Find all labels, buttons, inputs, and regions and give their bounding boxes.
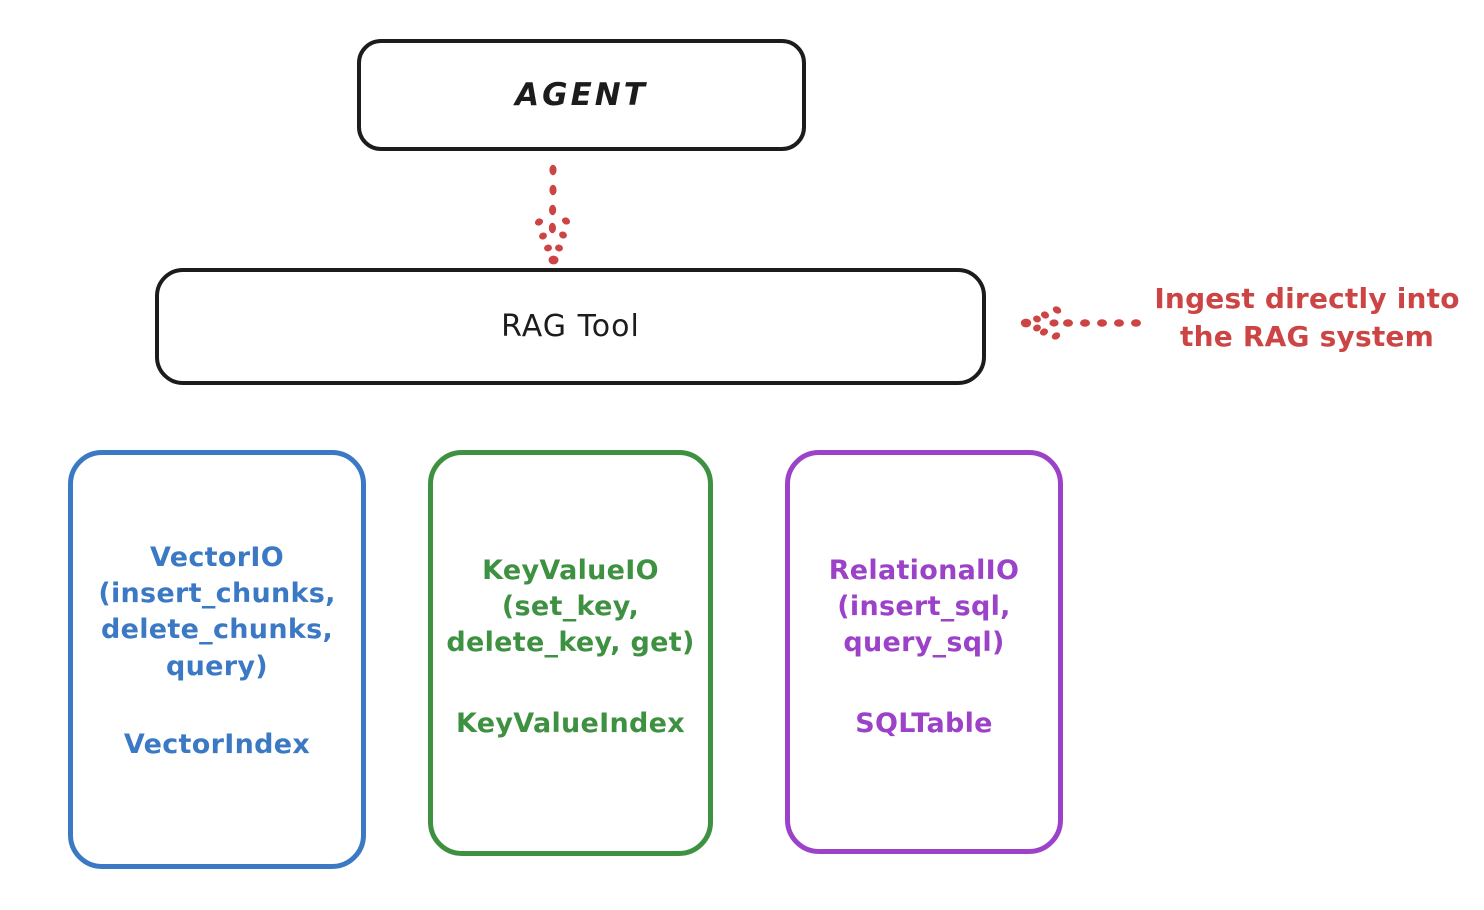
node-relational-io-index: SQLTable [855,707,993,739]
node-rag-tool[interactable]: RAG Tool [155,268,986,385]
node-agent-label: AGENT [515,76,648,113]
node-key-value-io-content: KeyValueIO (set_key, delete_key, get) Ke… [433,455,708,742]
annotation-ingest-directly: Ingest directly into the RAG system [1154,282,1460,353]
connector-ingest-to-rag-tool [1020,306,1141,340]
node-key-value-io[interactable]: KeyValueIO (set_key, delete_key, get) Ke… [428,450,713,856]
node-relational-io[interactable]: RelationalIO (insert_sql, query_sql) SQL… [785,450,1063,854]
node-relational-io-content: RelationalIO (insert_sql, query_sql) SQL… [790,455,1058,742]
node-vector-io-content: VectorIO (insert_chunks, delete_chunks, … [73,455,361,763]
connector-agent-to-rag-tool [534,164,571,265]
node-rag-tool-label: RAG Tool [501,309,640,344]
node-agent[interactable]: AGENT [357,39,806,151]
node-key-value-io-signature: KeyValueIO (set_key, delete_key, get) [446,555,695,659]
node-key-value-io-index: KeyValueIndex [455,707,685,739]
node-relational-io-signature: RelationalIO (insert_sql, query_sql) [828,555,1020,659]
node-vector-io[interactable]: VectorIO (insert_chunks, delete_chunks, … [68,450,366,869]
node-vector-io-index: VectorIndex [123,728,311,760]
node-vector-io-signature: VectorIO (insert_chunks, delete_chunks, … [98,542,336,682]
